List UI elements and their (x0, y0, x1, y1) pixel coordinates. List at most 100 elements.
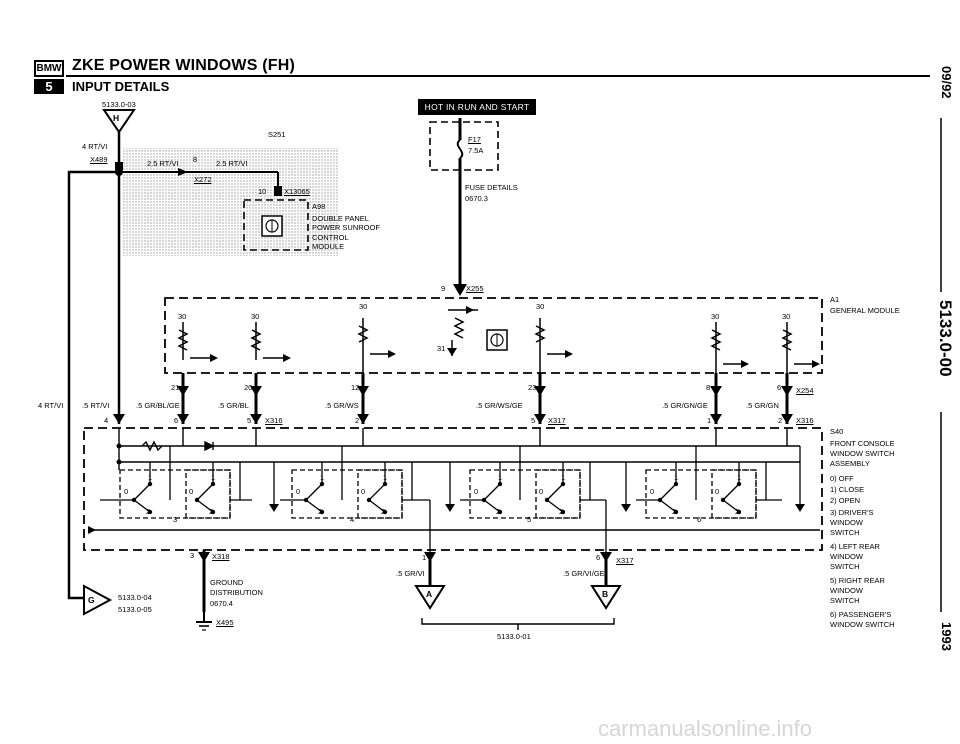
margin-date: 09/92 (939, 66, 954, 99)
pin-6-x317: 6 (596, 553, 601, 562)
wire-w1: .5 RT/VI (82, 401, 110, 410)
contact-0-g: 0 (650, 487, 655, 496)
terminal-30-b: 30 (251, 312, 260, 321)
connector-x13065: X13065 (284, 187, 310, 196)
pin-2-x316: 2 (778, 416, 783, 425)
wire-w6: .5 GR/GN/GE (662, 401, 708, 410)
fuse-rating: 7.5A (468, 146, 484, 155)
pin-2: 2 (355, 416, 360, 425)
switch-desc-6: 6) PASSENGER'S WINDOW SWITCH (830, 610, 895, 629)
pin-20: 20 (244, 383, 253, 392)
contact-2-b: 2 (209, 507, 214, 516)
connector-a-letter: A (426, 589, 433, 599)
contact-0-e: 0 (474, 487, 479, 496)
contact-2-e: 2 (496, 507, 501, 516)
connector-x254: X254 (796, 386, 814, 395)
general-module-box (164, 297, 823, 374)
sunroof-module-box (243, 199, 309, 251)
switch-desc-4: 4) LEFT REAR WINDOW SWITCH (830, 542, 880, 571)
series-badge: 5 (34, 79, 64, 94)
pin-8-a1: 8 (706, 383, 711, 392)
wire-output-a: .5 GR/VI (396, 569, 425, 578)
contact-1-e: 1 (498, 473, 503, 482)
general-module-name: GENERAL MODULE (830, 306, 900, 315)
state-off: 0) OFF (830, 474, 854, 483)
wire-left-main: 4 RT/VI (38, 401, 64, 410)
switch-assembly-title: FRONT CONSOLE WINDOW SWITCH ASSEMBLY (830, 439, 895, 468)
pin-3: 3 (190, 551, 195, 560)
switch-desc-5: 5) RIGHT REAR WINDOW SWITCH (830, 576, 885, 605)
switch-assembly-code: S40 (830, 427, 844, 436)
connector-x495: X495 (216, 618, 234, 627)
terminal-30-f: 30 (782, 312, 791, 321)
contact-0-b: 0 (189, 487, 194, 496)
switch-number-3: 3 (173, 515, 178, 524)
pin-8: 8 (193, 155, 198, 164)
connector-b-triangle (590, 585, 622, 610)
connector-x316-b: X316 (796, 416, 814, 425)
ref-g-2: 5133.0-05 (118, 605, 152, 614)
connector-x317-a: X317 (548, 416, 566, 425)
module-a98-name: DOUBLE PANEL POWER SUNROOF CONTROL MODUL… (312, 214, 380, 252)
contact-2-a: 2 (146, 507, 151, 516)
wire-w5: .5 GR/WS/GE (476, 401, 523, 410)
contact-2-d: 2 (381, 507, 386, 516)
pin-12: 12 (351, 383, 360, 392)
connector-g-triangle (83, 584, 113, 616)
connector-x316-a: X316 (265, 416, 283, 425)
contact-2-g: 2 (672, 507, 677, 516)
terminal-30-a: 30 (178, 312, 187, 321)
pin-21: 21 (171, 383, 180, 392)
pin-6-a1: 6 (777, 383, 782, 392)
pin-5-x317: 5 (531, 416, 536, 425)
connector-b-letter: B (602, 589, 609, 599)
wire-w7: .5 GR/GN (746, 401, 779, 410)
state-close: 1) CLOSE (830, 485, 865, 494)
pin-1: 1 (707, 416, 712, 425)
pin-5: 5 (247, 416, 252, 425)
contact-1-f: 1 (561, 473, 566, 482)
pin-4: 4 (104, 416, 109, 425)
watermark: carmanualsonline.info (598, 716, 813, 741)
page-title: ZKE POWER WINDOWS (FH) (72, 57, 296, 74)
pin-10: 10 (258, 187, 267, 196)
fuse-box (429, 121, 499, 171)
wire-sunroof-b: 2.5 RT/VI (216, 159, 248, 168)
general-module-code: A1 (830, 295, 840, 304)
contact-0-h: 0 (715, 487, 720, 496)
ref-g-1: 5133.0-04 (118, 593, 152, 602)
switch-number-4: 4 (350, 515, 355, 524)
switch-number-6: 6 (697, 515, 702, 524)
connector-h-letter: H (113, 113, 120, 123)
switch-desc-3: 3) DRIVER'S WINDOW SWITCH (830, 508, 874, 537)
wire-output-b: .5 GR/VI/GE (563, 569, 605, 578)
contact-1-h: 1 (737, 473, 742, 482)
fuse-id: F17 (468, 135, 481, 144)
ref-top-left: 5133.0-03 (102, 100, 136, 109)
ground-ref: 0670.4 (210, 599, 233, 608)
contact-0-c: 0 (296, 487, 301, 496)
pin-9: 9 (441, 284, 446, 293)
page-subtitle: INPUT DETAILS (72, 79, 170, 94)
contact-1-a: 1 (148, 473, 153, 482)
connector-g-letter: G (88, 595, 95, 605)
contact-0-f: 0 (539, 487, 544, 496)
margin-year: 1993 (939, 622, 954, 651)
ref-outputs: 5133.0-01 (497, 632, 531, 641)
contact-1-d: 1 (383, 473, 388, 482)
wire-sunroof-a: 2.5 RT/VI (147, 159, 179, 168)
contact-1-c: 1 (320, 473, 325, 482)
fuse-details: FUSE DETAILS (465, 183, 518, 192)
wire-label-top-left: 4 RT/VI (82, 142, 108, 151)
wire-w3: .5 GR/BL (218, 401, 249, 410)
contact-2-c: 2 (318, 507, 323, 516)
state-open: 2) OPEN (830, 496, 861, 505)
contact-2-f: 2 (559, 507, 564, 516)
connector-x317-b: X317 (616, 556, 634, 565)
connector-x255: X255 (466, 284, 484, 293)
ground-distribution: GROUND DISTRIBUTION (210, 578, 263, 597)
terminal-30-d: 30 (536, 302, 545, 311)
fuse-symbol (456, 139, 464, 159)
